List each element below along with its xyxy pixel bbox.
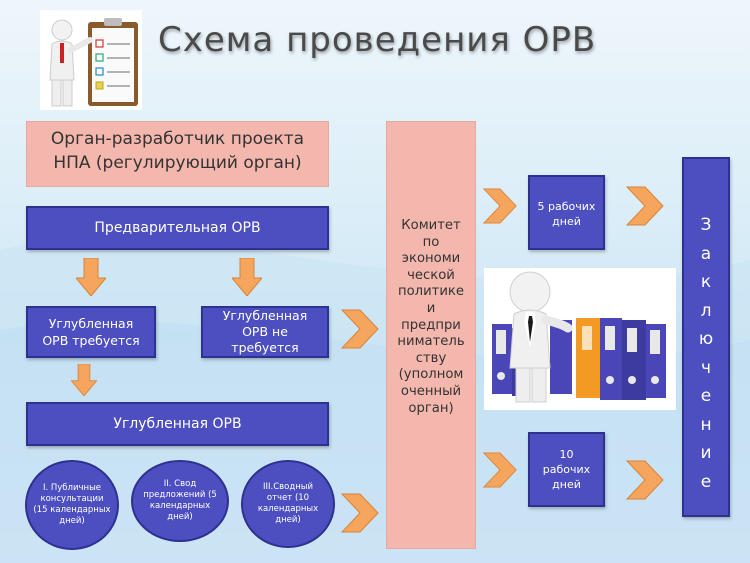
committee-box: Комитет по экономи ческой политике и пре… <box>386 121 476 549</box>
stage-circle-summary-report: III.Сводный отчет (10 календарных дней) <box>241 460 335 548</box>
in-depth-orv-box: Углубленная ОРВ <box>26 402 329 446</box>
preliminary-orv-box: Предварительная ОРВ <box>26 206 329 250</box>
stage-circle-label: II. Свод предложений (5 календарных дней… <box>143 479 217 522</box>
chevron-right-icon <box>340 309 379 349</box>
committee-line: ниматель <box>397 334 465 350</box>
developer-box: Орган-разработчик проекта НПА (регулирую… <box>26 121 329 187</box>
conclusion-box: З а к л ю ч е н и е <box>682 157 730 517</box>
stage-circle-public-consultations: I. Публичные консультации (15 календарны… <box>25 460 119 550</box>
conclusion-letter: и <box>700 443 712 463</box>
page-title: Схема проведения ОРВ <box>158 20 597 60</box>
chevron-right-icon <box>340 493 379 533</box>
chevron-right-icon <box>625 460 664 500</box>
committee-line: экономи <box>401 251 461 267</box>
ten-working-days-label: 10 рабочих дней <box>542 448 591 491</box>
in-depth-required-box: Углубленная ОРВ требуется <box>26 306 156 358</box>
committee-line: по <box>422 234 440 250</box>
stage-circle-proposals: II. Свод предложений (5 календарных дней… <box>131 460 229 542</box>
committee-line: Комитет <box>401 218 461 233</box>
in-depth-orv-label: Углубленная ОРВ <box>113 416 242 432</box>
committee-line: политике <box>397 284 465 300</box>
five-working-days-box: 5 рабочих дней <box>528 175 605 250</box>
committee-line: предпри <box>401 317 461 333</box>
chevron-right-icon <box>482 188 517 224</box>
stage-circle-label: III.Сводный отчет (10 календарных дней) <box>257 482 319 525</box>
committee-line: ческой <box>407 267 455 283</box>
in-depth-not-required-label: Углубленная ОРВ не требуется <box>222 308 308 355</box>
conclusion-letter: н <box>700 414 712 435</box>
conclusion-letter: к <box>700 272 712 292</box>
conclusion-letter: ч <box>700 357 712 378</box>
in-depth-not-required-box: Углубленная ОРВ не требуется <box>201 306 329 358</box>
committee-line: оченный <box>400 383 462 399</box>
committee-line: ству <box>415 350 447 366</box>
stage-circle-label: I. Публичные консультации (15 календарны… <box>33 483 111 526</box>
arrow-down-icon <box>232 258 262 296</box>
conclusion-letter: е <box>700 471 712 492</box>
five-working-days-label: 5 рабочих дней <box>537 200 596 228</box>
in-depth-required-label: Углубленная ОРВ требуется <box>42 316 140 348</box>
chevron-right-icon <box>625 186 664 226</box>
committee-line: орган) <box>408 400 454 416</box>
committee-line: и <box>426 300 436 316</box>
developer-box-text: Орган-разработчик проекта НПА (регулирую… <box>50 129 305 173</box>
arrow-down-icon <box>76 258 106 296</box>
conclusion-letter: е <box>700 386 712 406</box>
arrow-down-icon <box>71 364 97 396</box>
committee-line: (уполном <box>398 367 464 383</box>
preliminary-orv-label: Предварительная ОРВ <box>94 220 261 236</box>
conclusion-letter: З <box>700 215 712 235</box>
conclusion-letter: ю <box>698 329 714 349</box>
ten-working-days-box: 10 рабочих дней <box>528 432 605 507</box>
conclusion-letter: а <box>700 243 712 264</box>
clipboard-figure-icon <box>40 10 142 110</box>
conclusion-letter: л <box>700 300 712 321</box>
chevron-right-icon <box>482 452 517 488</box>
folders-figure-icon <box>484 268 676 410</box>
